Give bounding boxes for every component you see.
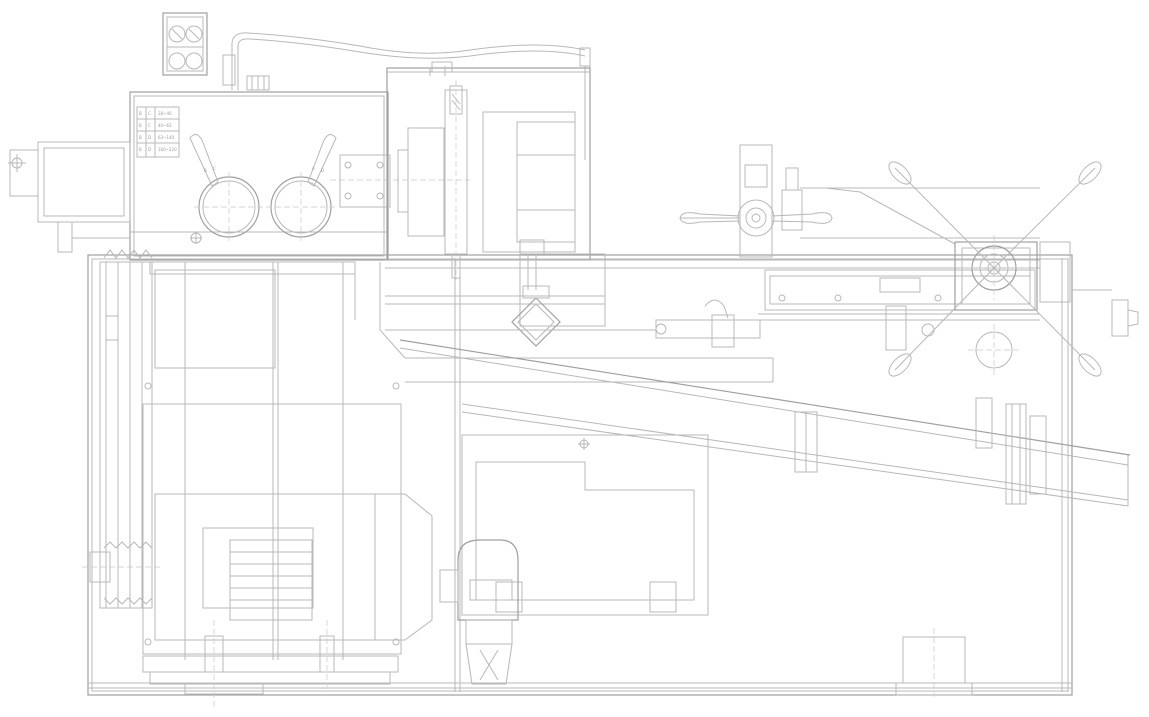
carriage: [679, 144, 1040, 321]
chuck-housing: [386, 61, 591, 280]
speed-row-2-col-b: C: [148, 123, 151, 128]
lever-labels: B C A D: [204, 166, 324, 173]
speed-row-3-value: 63~140: [158, 135, 175, 140]
pulley-drive: [82, 249, 160, 609]
coolant-pump: [439, 539, 519, 685]
speed-plate: B C 28~40 B C 40~63 B D 63~140 B D 160~2…: [136, 106, 180, 158]
chip-tray: [461, 434, 709, 616]
speed-row-1-col-a: B: [139, 111, 142, 116]
lathe-bed: [379, 239, 1040, 383]
headstock: [8, 91, 470, 261]
speed-row-3-col-b: D: [148, 135, 151, 140]
lever-left-label-1: B: [204, 168, 207, 173]
apron: [655, 299, 935, 351]
motor-housing: [142, 261, 433, 710]
speed-row-2-value: 40~63: [158, 123, 172, 128]
switch-box: [162, 12, 208, 76]
speed-row-2-col-a: B: [139, 123, 142, 128]
right-foot: [895, 628, 973, 700]
lever-right-label-2: D: [321, 168, 324, 173]
speed-row-1-value: 28~40: [158, 111, 172, 116]
speed-row-4-col-b: D: [148, 147, 151, 152]
machine-base-frame: [87, 254, 1112, 696]
speed-row-1-col-b: C: [148, 111, 151, 116]
lever-right-label-1: A: [312, 166, 315, 171]
lever-left-label-2: C: [213, 166, 216, 171]
inclined-rail: [399, 339, 1131, 507]
speed-row-4-col-a: B: [139, 147, 142, 152]
handwheel: [888, 161, 1139, 377]
speed-row-4-value: 160~220: [158, 147, 177, 152]
speed-row-3-col-a: B: [139, 135, 142, 140]
tailstock-clamps: [975, 397, 1047, 505]
